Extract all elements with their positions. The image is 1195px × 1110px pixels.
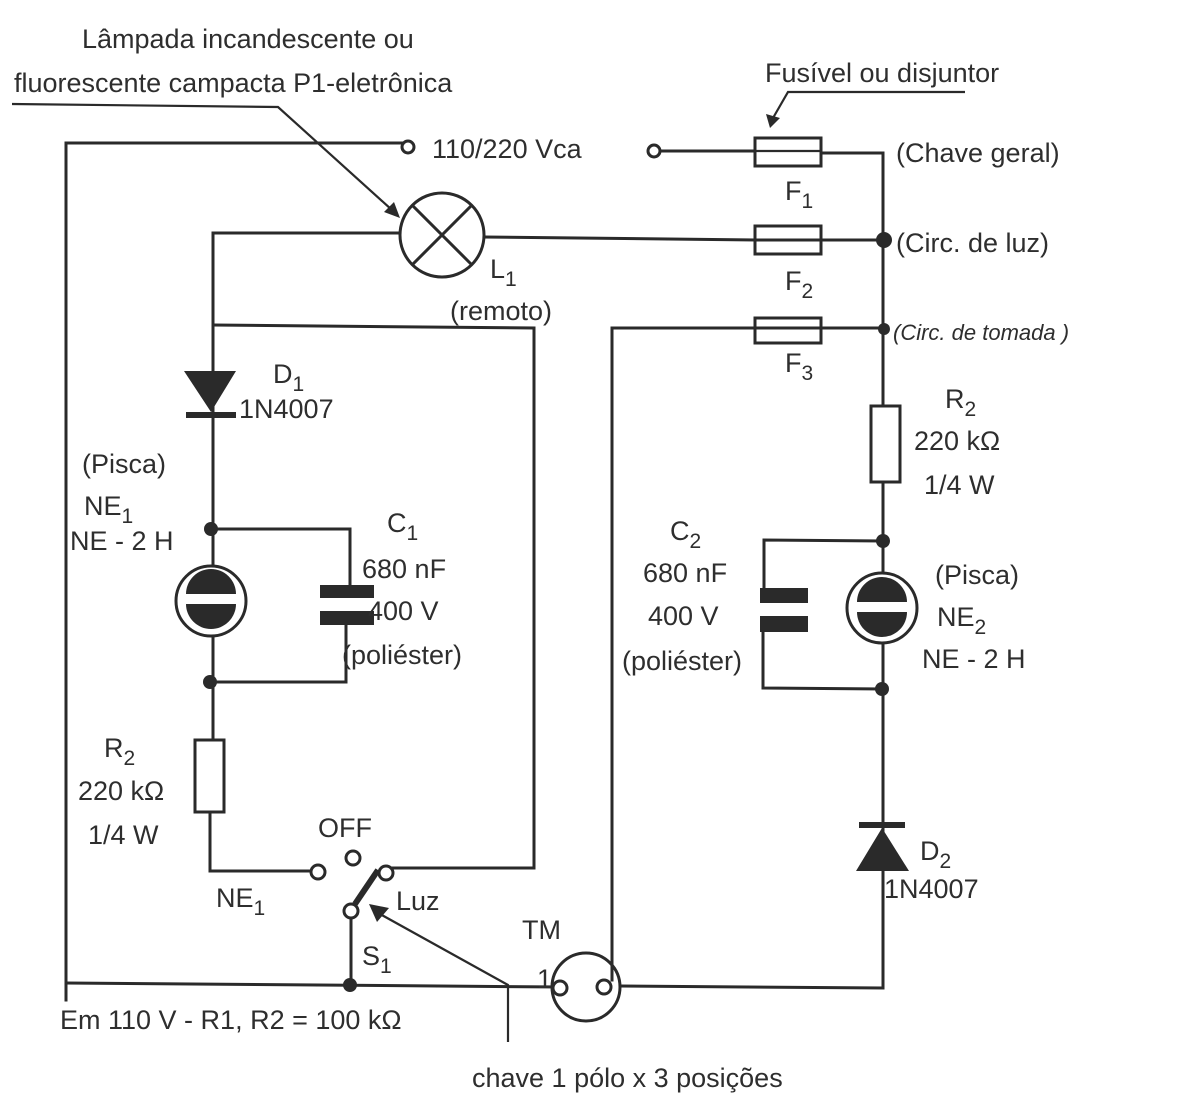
resistor-r2-left-power: 1/4 W [88, 820, 159, 850]
lamp-note-line2: fluorescente campacta P1-eletrônica [14, 68, 453, 98]
neon1-label: NE1 [84, 491, 133, 528]
resistor-r2-left [193, 738, 226, 814]
wire-left-neutral [64, 141, 404, 1002]
wire-main-bus [819, 151, 885, 982]
lamp-label: L1 [490, 254, 517, 291]
fuse-f3-label: F3 [785, 348, 813, 385]
wire-lamp-left [211, 231, 402, 792]
diode-d2-part: 1N4007 [884, 874, 979, 904]
switch-ne1-label: NE1 [216, 883, 265, 920]
neon2-electrode-top [857, 577, 907, 602]
lamp-note: (remoto) [450, 296, 552, 326]
switch-note: chave 1 pólo x 3 posições [472, 1063, 783, 1093]
resistor-r2-left-value: 220 kΩ [78, 776, 164, 806]
fuse-f2-label: F2 [785, 266, 813, 303]
resistor-r2-right [869, 404, 902, 484]
fuse-f1-circuit-label: (Chave geral) [896, 138, 1060, 168]
resistor-r2-right-value: 220 kΩ [914, 426, 1000, 456]
capacitor-c1-type: (poliéster) [342, 640, 462, 670]
neon2-note: (Pisca) [935, 560, 1019, 590]
footnote: Em 110 V - R1, R2 = 100 kΩ [60, 1005, 402, 1035]
lamp-note-leader [11, 102, 393, 211]
capacitor-c2-voltage: 400 V [648, 601, 719, 631]
fuse-note-leader [772, 90, 965, 119]
diode-d2-label: D2 [920, 836, 951, 873]
capacitor-c1-plate-top [320, 585, 374, 598]
capacitor-c2-value: 680 nF [643, 558, 727, 588]
neon1-note: (Pisca) [82, 449, 166, 479]
fuse-note-arrowhead [766, 114, 780, 128]
wire-c1-bottom [208, 623, 348, 684]
fuse-f1-label: F1 [785, 176, 813, 213]
diode-d1-part: 1N4007 [239, 394, 334, 424]
outlet-label: TM [522, 915, 561, 945]
capacitor-c2-label: C2 [670, 516, 701, 553]
switch-off-label: OFF [318, 813, 372, 843]
neon1-electrode-bottom [186, 604, 236, 629]
supply-terminal-right [646, 143, 662, 159]
switch-note-arrowhead [369, 904, 389, 922]
capacitor-c1-voltage: 400 V [368, 596, 439, 626]
outlet-pin-1[interactable] [551, 979, 569, 997]
fuse-note: Fusível ou disjuntor [765, 58, 999, 88]
neon2-label: NE2 [937, 602, 986, 639]
neon2-electrode-bottom [857, 612, 907, 637]
switch-terminal-off[interactable] [344, 849, 362, 867]
diode-d1 [184, 371, 236, 412]
switch-lever[interactable] [352, 868, 381, 906]
neon2-part: NE - 2 H [922, 644, 1026, 674]
lamp-note-line1: Lâmpada incandescente ou [82, 24, 414, 54]
diode-d2-bar [859, 822, 905, 828]
capacitor-c1-plate-bottom [320, 611, 374, 625]
fuse-f3 [753, 316, 823, 345]
capacitor-c2-type: (poliéster) [622, 646, 742, 676]
fuse-f3-circuit-label: (Circ. de tomada ) [893, 320, 1069, 345]
wire-remote-luz [211, 323, 536, 870]
outlet-pin-2[interactable] [595, 978, 613, 996]
lamp-note-arrowhead [384, 202, 400, 218]
switch-luz-label: Luz [396, 886, 440, 916]
node-f3 [878, 323, 890, 335]
supply-label: 110/220 Vca [432, 134, 583, 164]
supply-terminal-left [400, 139, 416, 155]
capacitor-c1-value: 680 nF [362, 554, 446, 584]
switch-note-leader [379, 913, 510, 1042]
neon1-electrode-top [186, 569, 236, 594]
wire-c2-top [762, 538, 885, 592]
wire-c1-top [209, 527, 352, 587]
fuse-f2-circuit-label: (Circ. de luz) [896, 228, 1049, 258]
lamp-cross-icon [410, 203, 474, 267]
capacitor-c2-plate-bottom [760, 616, 808, 632]
capacitor-c1-label: C1 [387, 508, 418, 545]
wire-bottom-neutral [64, 981, 562, 989]
wire-r2-switch [208, 810, 312, 873]
diode-d1-bar [186, 412, 236, 418]
switch-terminal-ne1[interactable] [309, 863, 327, 881]
resistor-r2-right-power: 1/4 W [924, 470, 995, 500]
switch-terminal-luz[interactable] [377, 864, 395, 882]
resistor-r2-left-label: R2 [104, 733, 135, 770]
wire-f3 [610, 326, 886, 962]
capacitor-c2-plate-top [760, 588, 808, 603]
diode-d1-label: D1 [273, 359, 304, 396]
diode-d2 [856, 828, 909, 871]
outlet-pin-label: 1 [537, 964, 552, 994]
wire-outlet-d2 [618, 978, 885, 990]
switch-common-terminal [342, 902, 360, 920]
wire-c2-bottom [761, 630, 885, 691]
neon1-part: NE - 2 H [70, 526, 174, 556]
node-ne2-bottom [875, 682, 889, 696]
resistor-r2-right-label: R2 [945, 384, 976, 421]
wire-lamp-right [482, 235, 757, 242]
switch-label: S1 [362, 941, 392, 978]
